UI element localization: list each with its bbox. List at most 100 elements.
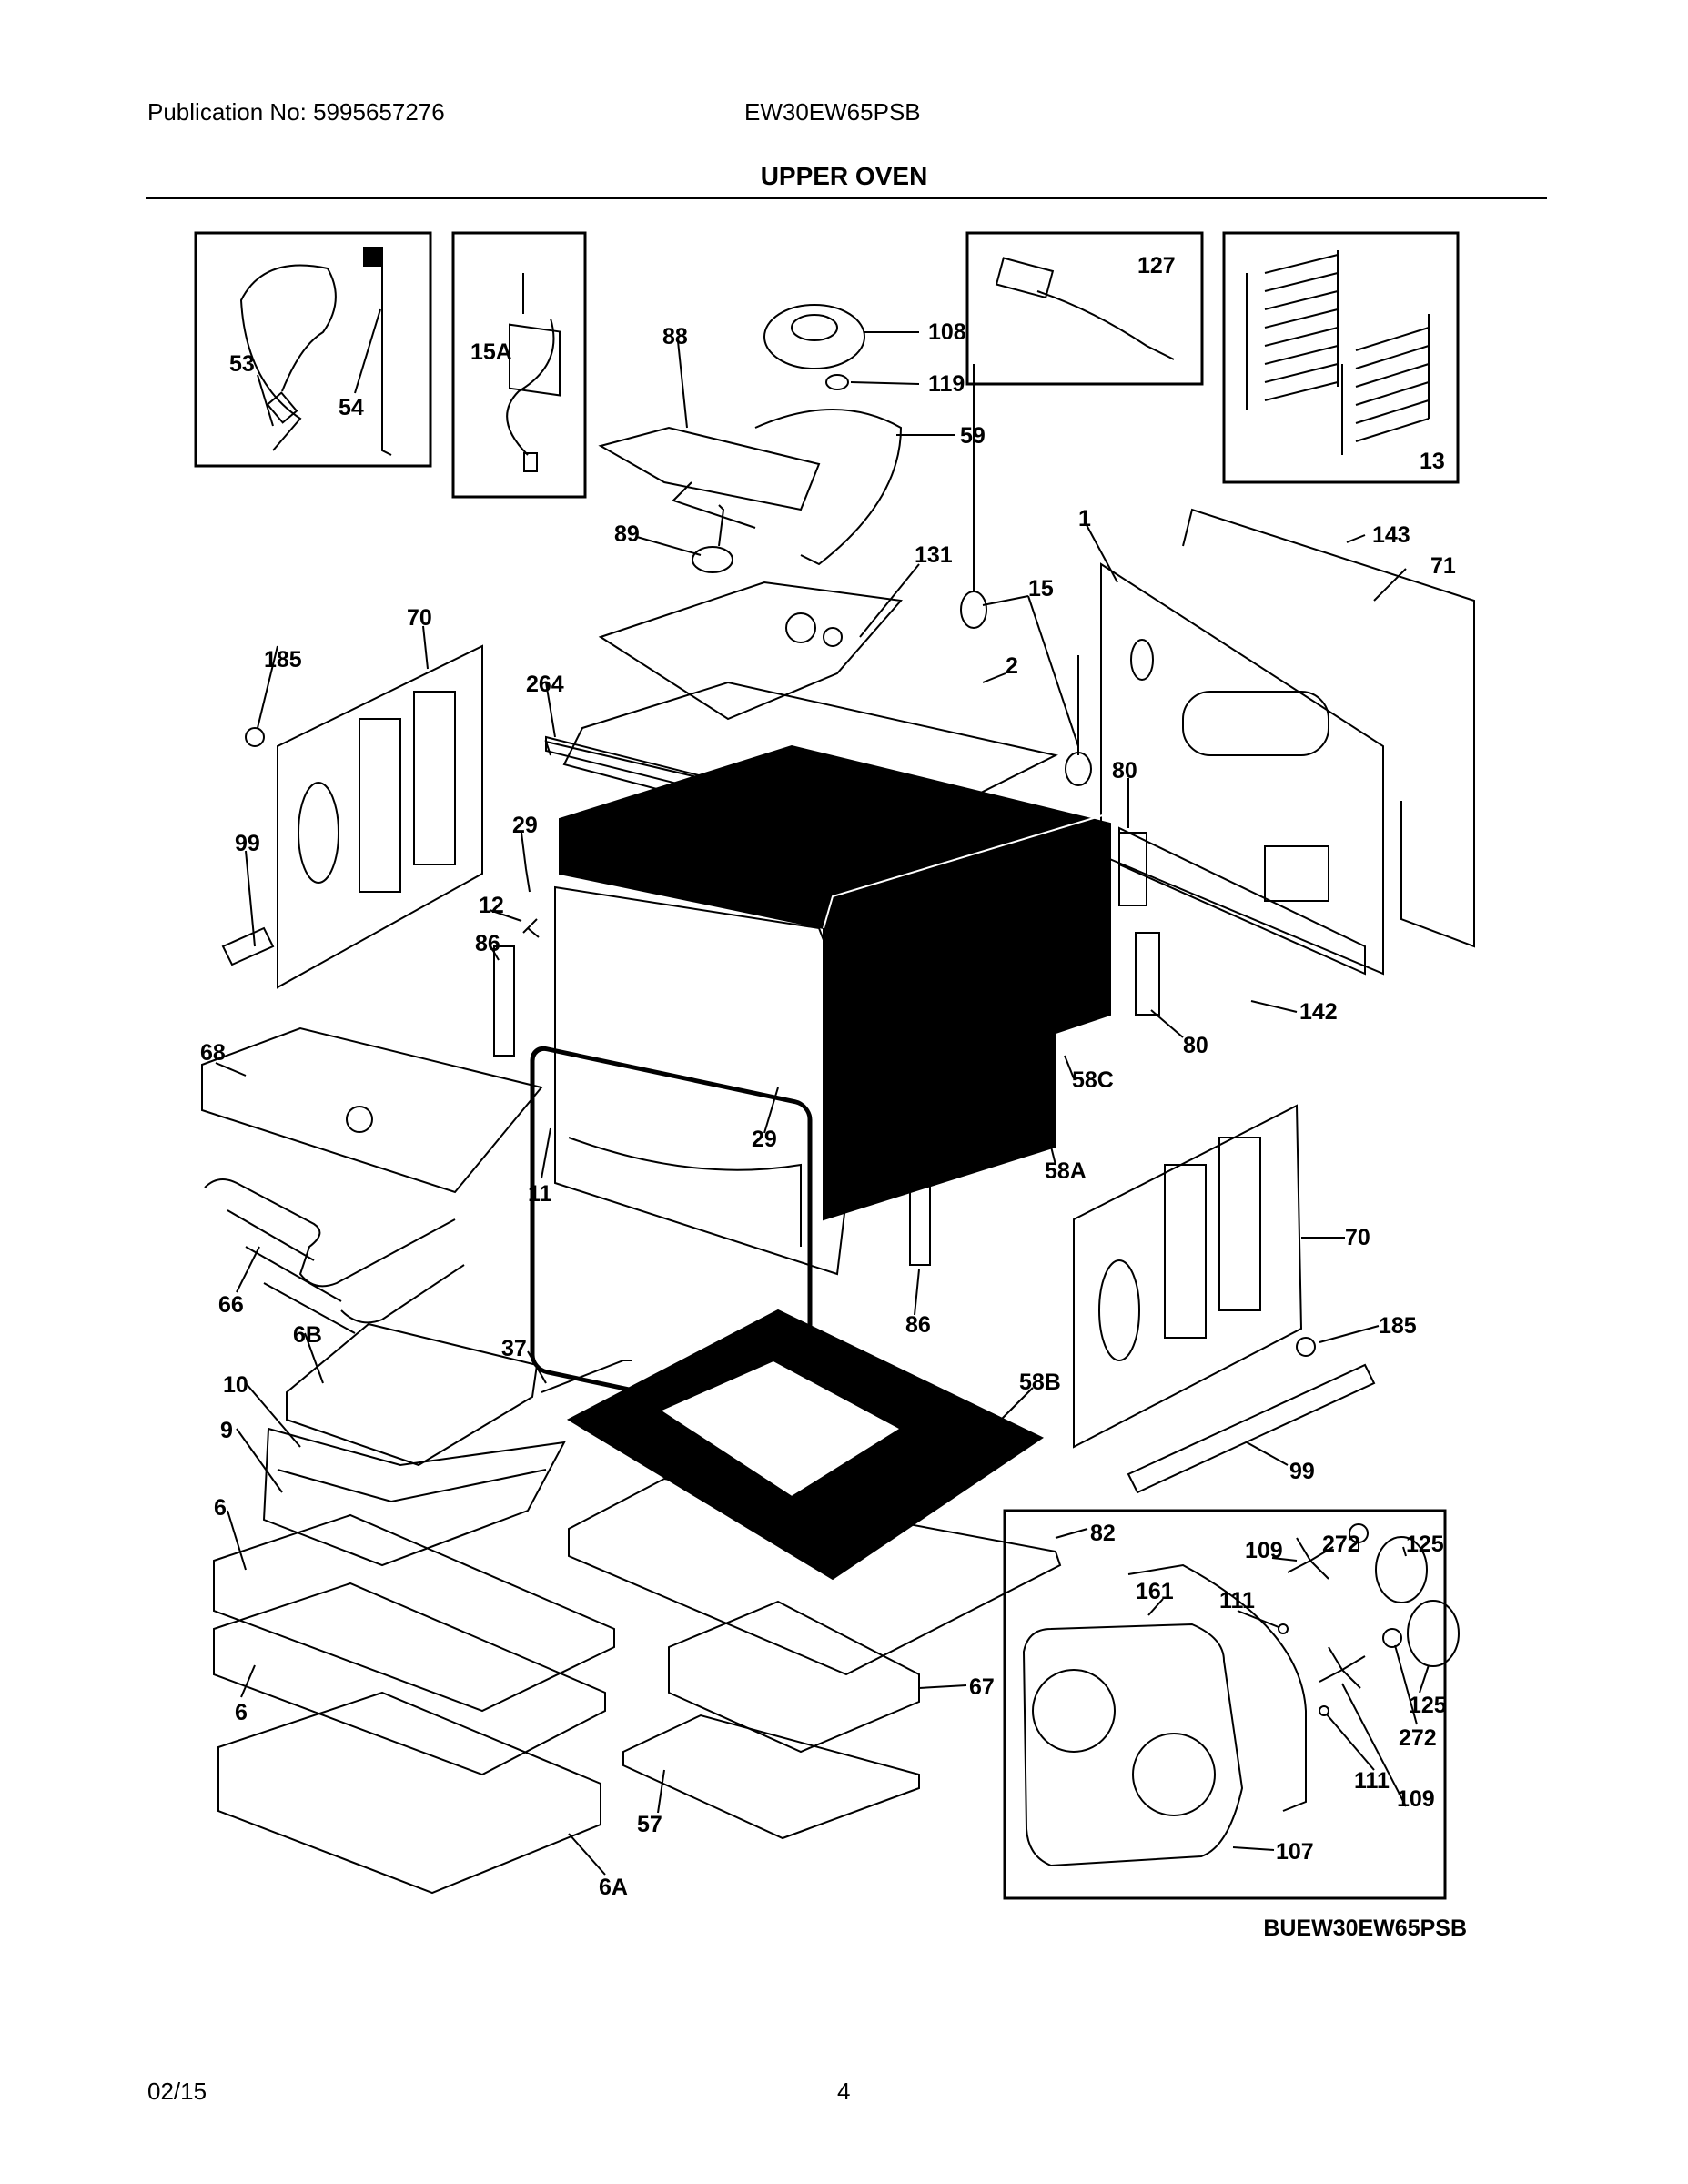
part-label-119: 119 [928,371,965,397]
part-label-131: 131 [915,542,953,568]
part-label-185a: 185 [264,647,302,672]
side-rail-left [221,926,275,966]
blower-motor [825,374,849,390]
side-panel-left [277,644,483,989]
part-label-53: 53 [229,351,255,377]
spacer-upper [245,727,265,747]
element-cover [201,1026,543,1194]
spacer-272-lower [1382,1628,1402,1648]
inset-box-probe [194,231,432,468]
part-label-272a: 272 [1322,1532,1360,1557]
part-label-59: 59 [960,423,986,449]
oven-bottom [568,1477,1062,1676]
part-label-13: 13 [1420,449,1445,474]
part-label-70b: 70 [1345,1225,1370,1250]
control-connector [523,452,538,472]
cavity-insulation [559,744,1111,1221]
probe-wire [239,264,337,451]
part-label-86b: 86 [905,1312,931,1338]
screw-29 [525,868,531,893]
part-label-127: 127 [1137,253,1176,278]
part-label-142: 142 [1299,999,1338,1025]
part-label-58B: 58B [1019,1370,1061,1395]
part-label-57: 57 [637,1812,662,1837]
part-label-58A: 58A [1045,1158,1087,1184]
side-rail-right [1127,1363,1376,1494]
nut-111-lower [1319,1705,1329,1716]
part-label-70a: 70 [407,605,432,631]
thermostat [692,546,733,573]
part-label-66: 66 [218,1292,244,1318]
part-label-82: 82 [1090,1521,1116,1546]
part-label-185b: 185 [1379,1313,1417,1339]
hinge-bracket-lower [1135,932,1160,1016]
sensor-pad [995,257,1055,299]
nut-111-upper [1278,1623,1289,1634]
part-label-6a: 6 [214,1495,227,1521]
part-label-6B: 6B [293,1322,322,1348]
rear-wall [1100,562,1384,976]
part-label-109b: 109 [1397,1786,1435,1812]
part-label-6A: 6A [599,1875,628,1900]
probe-tip [266,391,298,424]
broil-pan [262,1427,566,1567]
part-label-71: 71 [1430,553,1456,579]
side-panel-right [1073,1104,1303,1449]
diagram-code: BUEW30EW65PSB [1263,1916,1467,1941]
convection-blower [763,304,865,369]
fan-baffle [1127,1563,1307,1812]
part-label-89: 89 [614,521,640,547]
fan-motor-lower [1407,1600,1460,1667]
fan-blade-upper [1287,1537,1334,1580]
part-label-15: 15 [1028,576,1054,602]
control-board [509,323,561,397]
probe-jack-mount [363,247,383,267]
part-label-6b: 6 [235,1700,248,1725]
part-label-29b: 29 [752,1127,777,1152]
part-label-107: 107 [1276,1839,1314,1865]
rack-guide-left [1246,250,1339,410]
control-cable [506,318,555,456]
rack-guide-right [1341,314,1430,455]
oven-rack-lower [213,1582,606,1776]
part-label-29a: 29 [512,813,538,838]
inset-box-sensor [965,231,1204,386]
duct-cover [598,426,821,511]
bake-element [204,1178,465,1334]
probe-jack [368,254,392,456]
part-label-111b: 111 [1354,1768,1390,1794]
part-label-99a: 99 [235,831,260,856]
hinge-receptacle-left [493,945,515,1057]
part-label-143: 143 [1372,522,1410,548]
model-number: EW30EW65PSB [744,98,921,126]
bottom-shield [622,1714,920,1840]
publication-number: Publication No: 5995657276 [147,98,445,126]
part-label-88: 88 [662,324,688,349]
part-label-2: 2 [1006,653,1018,679]
hinge-bracket-upper [1118,832,1147,906]
leader-lines [215,273,1430,1876]
back-panel [1182,508,1475,948]
oven-cavity-frame [554,885,866,1276]
convection-fan-grille-right [1132,1733,1216,1816]
part-label-1: 1 [1078,506,1091,531]
part-label-54: 54 [339,395,364,420]
top-plate [598,581,903,721]
part-label-111a: 111 [1219,1588,1255,1613]
spacer-lower [1296,1337,1316,1357]
part-label-11: 11 [528,1181,552,1207]
duct-scroll [754,409,903,566]
convection-cover [1022,1623,1244,1867]
part-label-10: 10 [223,1372,248,1398]
part-label-15A: 15A [470,339,512,365]
part-label-80a: 80 [1112,758,1137,784]
header-rule [146,197,1547,199]
part-label-125a: 125 [1406,1532,1444,1557]
fan-blade-lower [1319,1646,1366,1689]
part-label-108: 108 [928,319,966,345]
hidden-bake-element [668,1600,920,1754]
part-label-68: 68 [200,1040,226,1066]
oven-rack-upper [213,1513,615,1713]
fan-motor-upper [1375,1536,1428,1603]
